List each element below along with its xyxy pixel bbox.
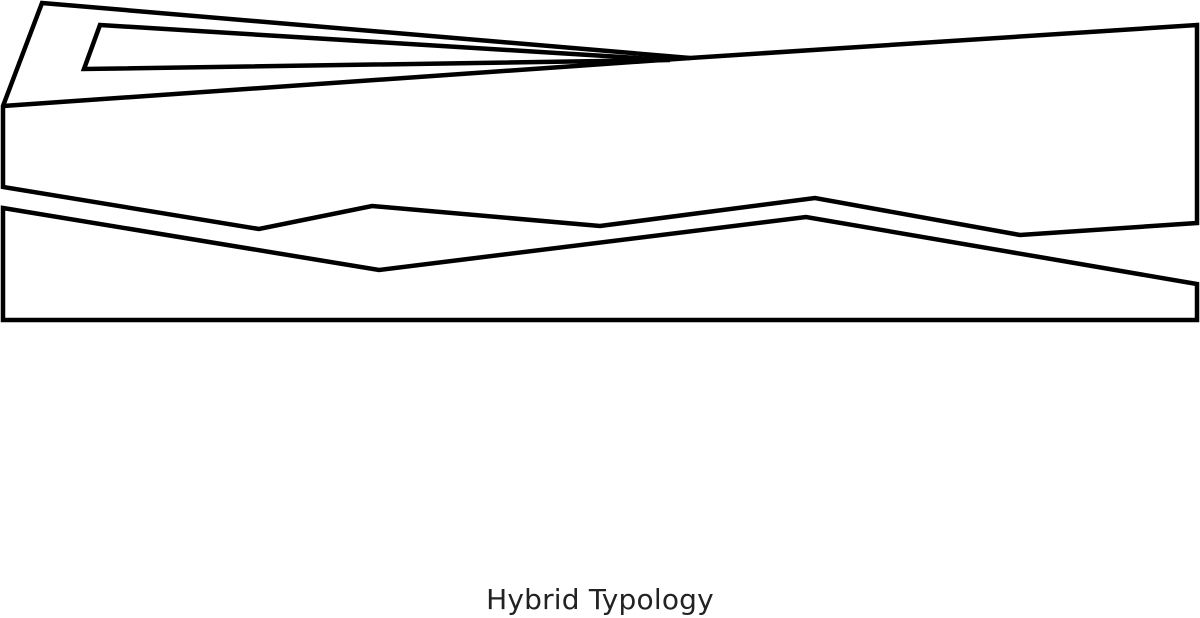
inner-triangle-void — [80, 22, 671, 72]
typology-diagram — [0, 0, 1200, 323]
diagram-caption: Hybrid Typology — [486, 583, 714, 616]
dividing-line — [2, 55, 691, 109]
upper-wedge-form — [0, 0, 1200, 238]
typology-drawing — [0, 0, 1200, 323]
lower-wedge-form — [0, 205, 1200, 323]
